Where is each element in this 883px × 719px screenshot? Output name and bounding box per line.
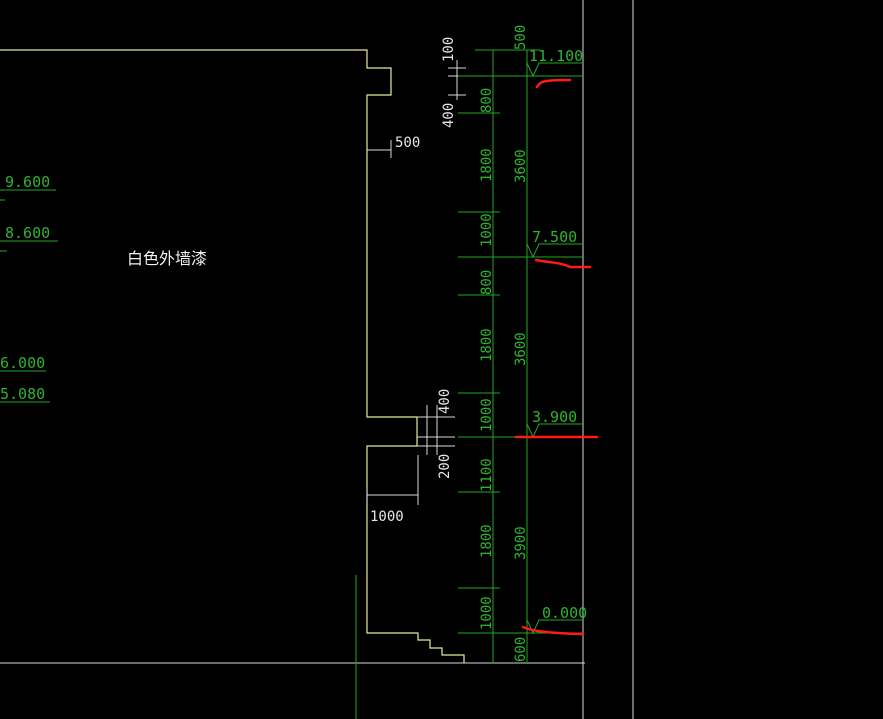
left-level-9600: 9.600 (5, 173, 50, 191)
inner-dim-label-1: 1800 (479, 148, 495, 182)
left-level-8600: 8.600 (5, 224, 50, 242)
left-level-5080: 5.080 (0, 385, 45, 403)
inner-dim-label-0: 800 (479, 88, 495, 113)
outer-dim-label-0: 500 (513, 25, 529, 50)
inner-dim-label-5: 1000 (479, 398, 495, 432)
inner-dim-label-2: 1000 (479, 213, 495, 247)
elevation-11100: 11.100 (529, 47, 583, 65)
inner-dim-label-9: 600 (513, 637, 529, 662)
dim-1000-horizontal: 1000 (370, 509, 404, 525)
dim-500-horizontal: 500 (395, 135, 420, 151)
outer-dim-label-1: 3600 (513, 149, 529, 183)
inner-dim-label-8: 1000 (479, 596, 495, 630)
inner-dim-label-3: 800 (479, 270, 495, 295)
dim-200-vertical: 200 (437, 454, 453, 479)
dim-400-vertical: 400 (441, 103, 457, 128)
dim-100-vertical: 100 (441, 37, 457, 62)
outer-dim-label-3: 3900 (513, 526, 529, 560)
left-level-6000: 6.000 (0, 354, 45, 372)
frame-lines (0, 0, 634, 719)
outer-dim-label-2: 3600 (513, 332, 529, 366)
red-annotation-marks (514, 78, 599, 636)
elevation-3900: 3.900 (532, 408, 577, 426)
elevation-7500: 7.500 (532, 228, 577, 246)
inner-dim-label-6: 1100 (479, 458, 495, 492)
elevation-0000: 0.000 (542, 604, 587, 622)
inner-dimension-labels: 800 1800 1000 800 1800 1000 1100 1800 1000 600 (479, 88, 529, 662)
outer-dimension-labels: 500 3600 3600 3900 (513, 25, 529, 560)
wall-paint-note: 白色外墙漆 (127, 249, 207, 268)
left-level-lines (0, 189, 58, 403)
inner-dim-label-4: 1800 (479, 328, 495, 362)
inner-dim-label-7: 1800 (479, 524, 495, 558)
building-outline (0, 49, 465, 663)
white-dimensions (366, 60, 466, 505)
dim-400b-vertical: 400 (437, 389, 453, 414)
